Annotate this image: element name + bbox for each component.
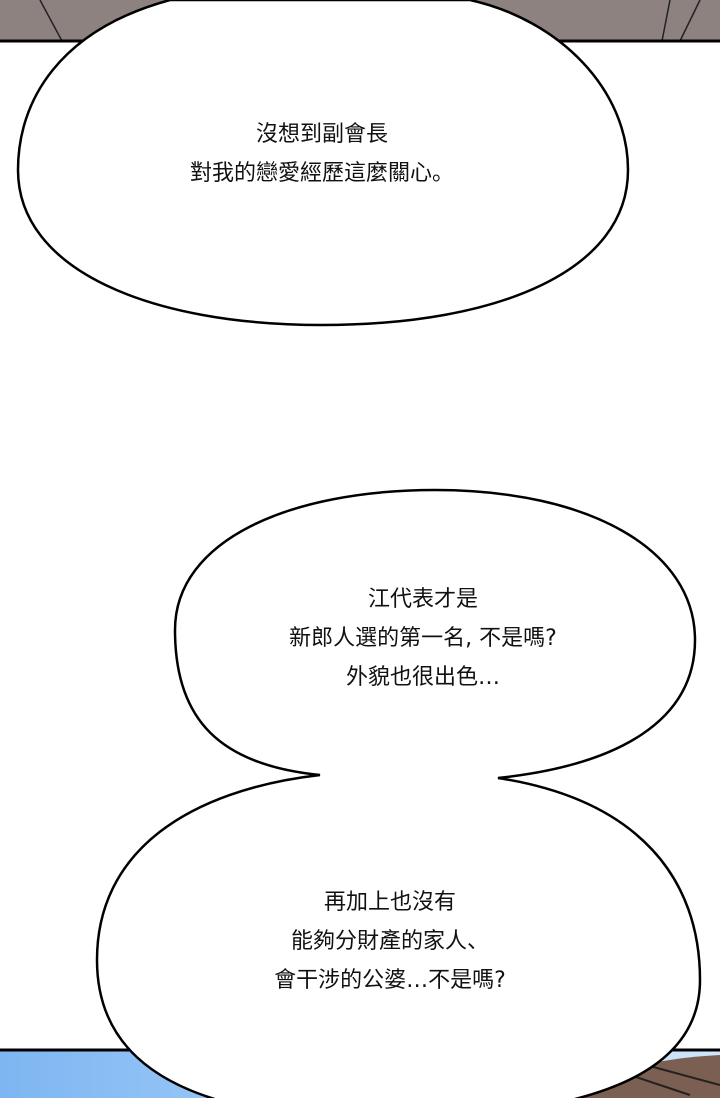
- bubble-3-text: 再加上也沒有 能夠分財產的家人、 會干涉的公婆…不是嗎?: [274, 883, 506, 1000]
- bubble-2-line: 外貌也很出色…: [345, 665, 501, 690]
- speech-bubble-1: [16, 0, 630, 327]
- bubble-1-line: 對我的戀愛經歷這麼關心。: [189, 161, 455, 186]
- bubble-2-line: 新郎人選的第一名, 不是嗎?: [289, 626, 557, 651]
- bubble-2-text: 江代表才是 新郎人選的第一名, 不是嗎? 外貌也很出色…: [289, 580, 557, 697]
- bubble-2-line: 江代表才是: [367, 587, 479, 612]
- bubble-3-line: 會干涉的公婆…不是嗎?: [274, 968, 506, 993]
- bubble-3-line: 再加上也沒有: [323, 890, 456, 915]
- speech-bubble-2: [95, 488, 702, 1098]
- bubble-1-line: 沒想到副會長: [255, 122, 389, 147]
- bubble-1-text: 沒想到副會長 對我的戀愛經歷這麼關心。: [190, 115, 454, 193]
- bubble-3-line: 能夠分財產的家人、: [290, 929, 489, 954]
